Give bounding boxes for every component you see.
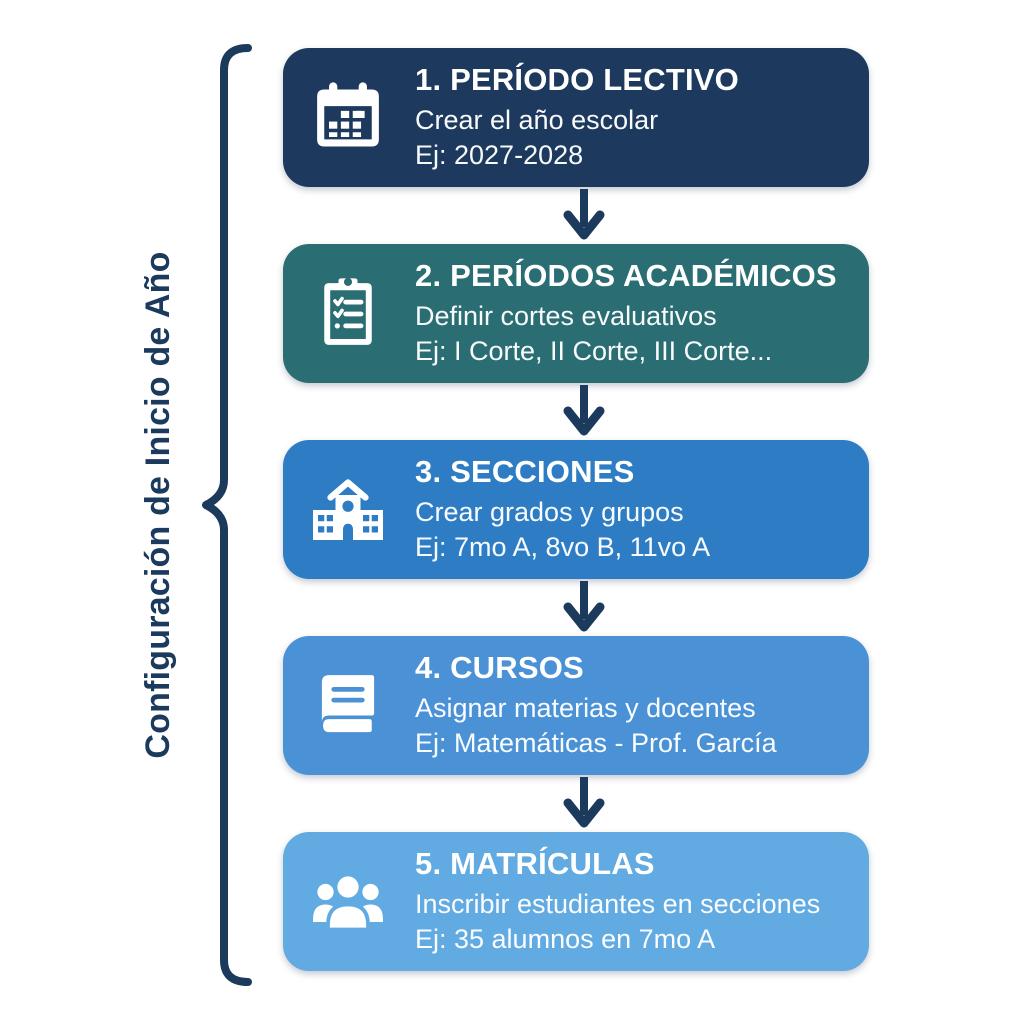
flow-arrow-3 (283, 579, 869, 636)
step-example: Ej: 7mo A, 8vo B, 11vo A (415, 532, 711, 562)
calendar-icon (297, 80, 399, 156)
step-description: Asignar materias y docentes (415, 692, 756, 723)
school-building-icon (297, 470, 399, 550)
step-text: 1. PERÍODO LECTIVO Crear el año escolar … (415, 62, 749, 173)
step-text: 3. SECCIONES Crear grados y grupos Ej: 7… (415, 454, 720, 565)
flow-arrow-4 (283, 775, 869, 832)
step-description: Inscribir estudiantes en secciones (415, 888, 821, 919)
people-group-icon (297, 862, 399, 942)
flow-arrow-2 (283, 383, 869, 440)
step-card-secciones: 3. SECCIONES Crear grados y grupos Ej: 7… (283, 440, 869, 579)
clipboard-checklist-icon (297, 276, 399, 352)
steps-flow: 1. PERÍODO LECTIVO Crear el año escolar … (283, 48, 869, 971)
left-brace (202, 44, 252, 986)
step-example: Ej: 35 alumnos en 7mo A (415, 924, 716, 954)
step-title: 2. PERÍODOS ACADÉMICOS (415, 257, 837, 293)
step-card-periodos-academicos: 2. PERÍODOS ACADÉMICOS Definir cortes ev… (283, 244, 869, 383)
step-text: 5. MATRÍCULAS Inscribir estudiantes en s… (415, 846, 830, 957)
step-title: 4. CURSOS (415, 649, 584, 685)
step-card-matriculas: 5. MATRÍCULAS Inscribir estudiantes en s… (283, 832, 869, 971)
step-text: 4. CURSOS Asignar materias y docentes Ej… (415, 650, 787, 761)
step-description: Crear el año escolar (415, 104, 659, 135)
step-card-cursos: 4. CURSOS Asignar materias y docentes Ej… (283, 636, 869, 775)
step-title: 3. SECCIONES (415, 453, 635, 489)
step-example: Ej: I Corte, II Corte, III Corte... (415, 336, 773, 366)
step-text: 2. PERÍODOS ACADÉMICOS Definir cortes ev… (415, 258, 847, 369)
step-description: Crear grados y grupos (415, 496, 684, 527)
step-card-periodo-lectivo: 1. PERÍODO LECTIVO Crear el año escolar … (283, 48, 869, 187)
book-icon (297, 668, 399, 744)
step-description: Definir cortes evaluativos (415, 300, 717, 331)
flow-arrow-1 (283, 187, 869, 244)
side-label: Configuración de Inicio de Año (139, 251, 177, 759)
step-example: Ej: 2027-2028 (415, 140, 584, 170)
step-title: 5. MATRÍCULAS (415, 845, 655, 881)
step-example: Ej: Matemáticas - Prof. García (415, 728, 777, 758)
step-title: 1. PERÍODO LECTIVO (415, 61, 739, 97)
